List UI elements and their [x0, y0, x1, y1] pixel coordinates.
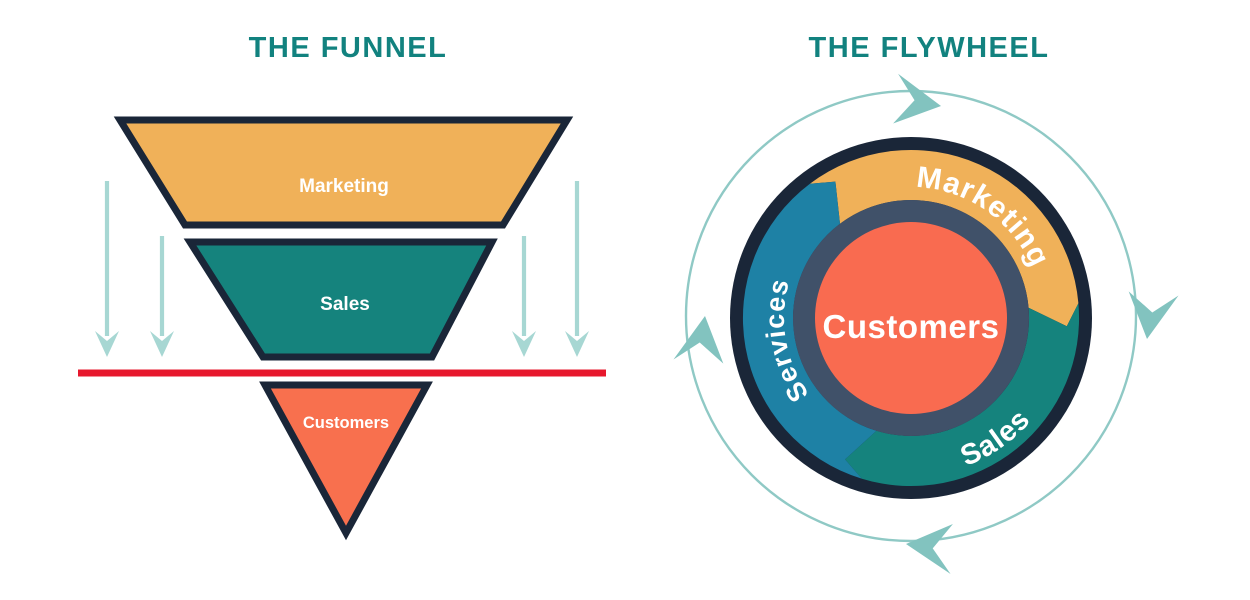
- funnel-stage-sales: [183, 238, 498, 361]
- down-arrowhead-icon: [150, 331, 174, 357]
- funnel-side-arrow-heads: [95, 331, 589, 357]
- down-arrowhead-icon: [95, 331, 119, 357]
- down-arrowhead-icon: [512, 331, 536, 357]
- funnel-title: THE FUNNEL: [249, 32, 448, 64]
- funnel-label-marketing: Marketing: [299, 176, 389, 197]
- clockwise-arrowhead-icon: [673, 316, 724, 364]
- funnel-labels: Marketing Sales Customers: [299, 176, 389, 432]
- down-arrowhead-icon: [565, 331, 589, 357]
- flywheel-segment-marketing: [809, 149, 1079, 327]
- flywheel-segment-sales: [845, 303, 1080, 487]
- clockwise-arrowhead-icon: [1128, 291, 1179, 339]
- flywheel-center-circle: [815, 222, 1007, 414]
- funnel-shapes: [113, 116, 574, 541]
- funnel-stage-marketing: [113, 116, 574, 229]
- funnel-side-arrow-lines: [104, 181, 580, 336]
- funnel-label-sales: Sales: [320, 294, 370, 315]
- flywheel-center-label: Customers: [823, 308, 1000, 345]
- flywheel-orbit-arrows: [673, 73, 1179, 574]
- clockwise-arrowhead-icon: [906, 524, 953, 574]
- funnel-label-customers: Customers: [303, 414, 389, 432]
- funnel-stage-customers: [259, 381, 433, 541]
- flywheel-title: THE FLYWHEEL: [809, 32, 1050, 64]
- flywheel-segment-services: [742, 181, 877, 479]
- clockwise-arrowhead-icon: [893, 73, 941, 124]
